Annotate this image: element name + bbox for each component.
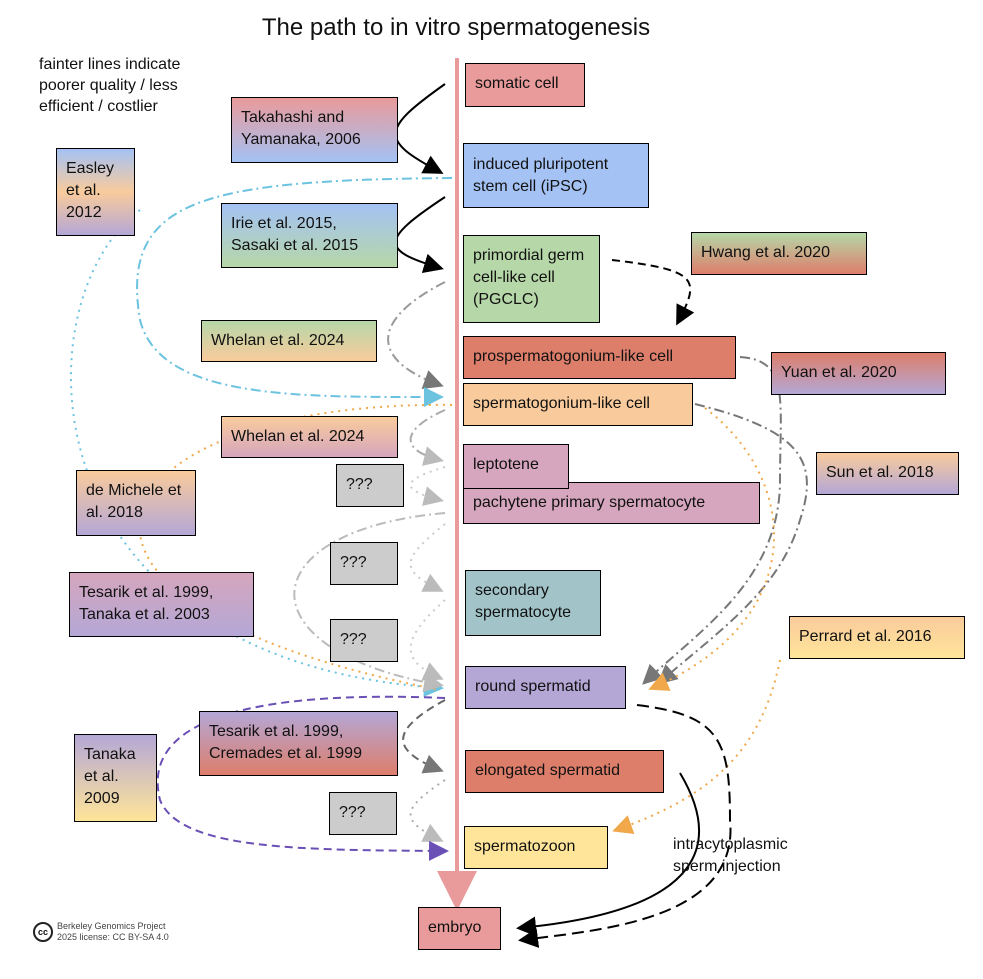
arrow-round-to-spermatozoon-tanaka xyxy=(156,695,449,861)
stage-spermatozoon[interactable]: spermatozoon xyxy=(464,826,608,869)
citation-label: Whelan et al. 2024 xyxy=(231,428,365,445)
citation-whelan-1[interactable]: Whelan et al. 2024 xyxy=(201,320,377,362)
arrow-elongated-to-spermatozoon xyxy=(409,779,446,842)
arrow-ipsc-to-spermatogonium xyxy=(136,177,453,408)
citation-label: Hwang et al. 2020 xyxy=(701,244,830,261)
arrow-ipsc-to-round-dotted xyxy=(69,209,444,697)
citation-label: Perrard et al. 2016 xyxy=(799,628,932,645)
stage-pgclc[interactable]: primordial germ cell-like cell (PGCLC) xyxy=(463,235,600,323)
stage-round-spermatid[interactable]: round spermatid xyxy=(465,666,626,709)
diagram-title: The path to in vitro spermatogenesis xyxy=(261,14,651,41)
citation-yuan[interactable]: Yuan et al. 2020 xyxy=(771,352,946,395)
citation-unknown-3[interactable]: ??? xyxy=(330,619,398,662)
legend-note: fainter lines indicate poorer quality / … xyxy=(39,56,181,115)
citation-easley[interactable]: Easley et al. 2012 xyxy=(56,148,135,236)
stage-ipsc[interactable]: induced pluripotent stem cell (iPSC) xyxy=(463,143,649,208)
arrow-ipsc-to-pgclc xyxy=(394,196,446,273)
citation-hwang[interactable]: Hwang et al. 2020 xyxy=(691,232,867,275)
arrow-secondary-to-round xyxy=(409,599,446,681)
arrow-perrard-to-spermatozoon xyxy=(612,659,781,835)
credit-line-2: 2025 license: CC BY-SA 4.0 xyxy=(57,932,169,942)
stage-label: spermatozoon xyxy=(474,838,576,855)
stage-label: induced pluripotent stem cell (iPSC) xyxy=(473,156,609,195)
stage-somatic-cell[interactable]: somatic cell xyxy=(465,63,585,107)
citation-label: ??? xyxy=(340,631,367,648)
stage-label: elongated spermatid xyxy=(475,762,620,779)
citation-label: Tanaka et al. 2009 xyxy=(84,746,136,807)
citation-irie-sasaki[interactable]: Irie et al. 2015, Sasaki et al. 2015 xyxy=(221,203,398,268)
icsi-label: intracytoplasmic sperm injection xyxy=(673,836,788,875)
stage-label: spermatogonium-like cell xyxy=(473,395,650,412)
arrow-pachytene-to-secondary xyxy=(409,523,446,592)
stage-label: round spermatid xyxy=(475,678,591,695)
citation-label: ??? xyxy=(340,554,367,571)
stage-spermatogonium[interactable]: spermatogonium-like cell xyxy=(463,383,693,426)
stage-label: prospermatogonium-like cell xyxy=(473,348,674,365)
citation-unknown-2[interactable]: ??? xyxy=(330,542,398,585)
credit-line-1: Berkeley Genomics Project xyxy=(57,921,166,931)
stage-elongated-spermatid[interactable]: elongated spermatid xyxy=(465,750,664,793)
citation-label: Takahashi and Yamanaka, 2006 xyxy=(241,109,361,148)
stage-embryo[interactable]: embryo xyxy=(418,907,501,950)
arrow-somatic-to-ipsc xyxy=(394,83,446,174)
arrow-pachytene-to-round xyxy=(293,512,446,693)
arrow-pgclc-to-prosperm xyxy=(611,259,695,326)
stage-label: pachytene primary spermatocyte xyxy=(473,494,706,511)
credit-block: cc Berkeley Genomics Project 2025 licens… xyxy=(33,921,169,943)
citation-label: Tesarik et al. 1999, Tanaka et al. 2003 xyxy=(79,584,214,623)
citation-label: Tesarik et al. 1999, Cremades et al. 199… xyxy=(209,723,362,762)
citation-label: Yuan et al. 2020 xyxy=(781,364,897,381)
citation-unknown-1[interactable]: ??? xyxy=(336,464,404,507)
arrow-round-to-elongated xyxy=(402,699,446,774)
stage-label: primordial germ cell-like cell (PGCLC) xyxy=(473,247,585,308)
citation-tanaka-2009[interactable]: Tanaka et al. 2009 xyxy=(74,734,157,822)
citation-label: Whelan et al. 2024 xyxy=(211,332,345,349)
creative-commons-icon: cc xyxy=(33,922,53,942)
stage-prospermatogonium[interactable]: prospermatogonium-like cell xyxy=(463,336,736,379)
citation-label: Sun et al. 2018 xyxy=(826,464,934,481)
citation-label: Irie et al. 2015, Sasaki et al. 2015 xyxy=(231,215,359,254)
arrow-prosperm-to-round xyxy=(642,356,782,685)
arrow-spermatogonium-to-round-perrard xyxy=(648,407,775,691)
citation-tesarik-cremades[interactable]: Tesarik et al. 1999, Cremades et al. 199… xyxy=(199,711,398,776)
stage-label: leptotene xyxy=(473,456,539,473)
citation-de-michele[interactable]: de Michele et al. 2018 xyxy=(76,470,196,536)
arrow-round-to-embryo xyxy=(518,704,732,948)
citation-unknown-4[interactable]: ??? xyxy=(329,792,397,835)
arrow-pgclc-to-spermatogonium xyxy=(387,281,446,390)
citation-takahashi[interactable]: Takahashi and Yamanaka, 2006 xyxy=(231,97,398,163)
arrow-spermatogonium-to-leptotene xyxy=(409,409,446,466)
citation-label: Easley et al. 2012 xyxy=(66,160,115,221)
citation-whelan-2[interactable]: Whelan et al. 2024 xyxy=(221,416,398,458)
citation-label: de Michele et al. 2018 xyxy=(86,482,182,521)
arrow-elongated-to-embryo xyxy=(516,772,700,937)
stage-leptotene[interactable]: leptotene xyxy=(463,444,569,489)
citation-tesarik-tanaka[interactable]: Tesarik et al. 1999, Tanaka et al. 2003 xyxy=(69,572,254,637)
arrow-spermatogonium-to-round-sun xyxy=(656,403,808,685)
citation-sun[interactable]: Sun et al. 2018 xyxy=(816,452,959,495)
citation-perrard[interactable]: Perrard et al. 2016 xyxy=(789,616,965,659)
citation-label: ??? xyxy=(346,476,373,493)
stage-secondary-spermatocyte[interactable]: secondary spermatocyte xyxy=(465,570,601,636)
stage-label: somatic cell xyxy=(475,75,559,92)
stage-label: secondary spermatocyte xyxy=(475,582,572,621)
stage-label: embryo xyxy=(428,919,482,936)
citation-label: ??? xyxy=(339,804,366,821)
stage-pachytene[interactable]: pachytene primary spermatocyte xyxy=(463,482,760,524)
arrow-leptotene-to-pachytene xyxy=(409,466,446,506)
